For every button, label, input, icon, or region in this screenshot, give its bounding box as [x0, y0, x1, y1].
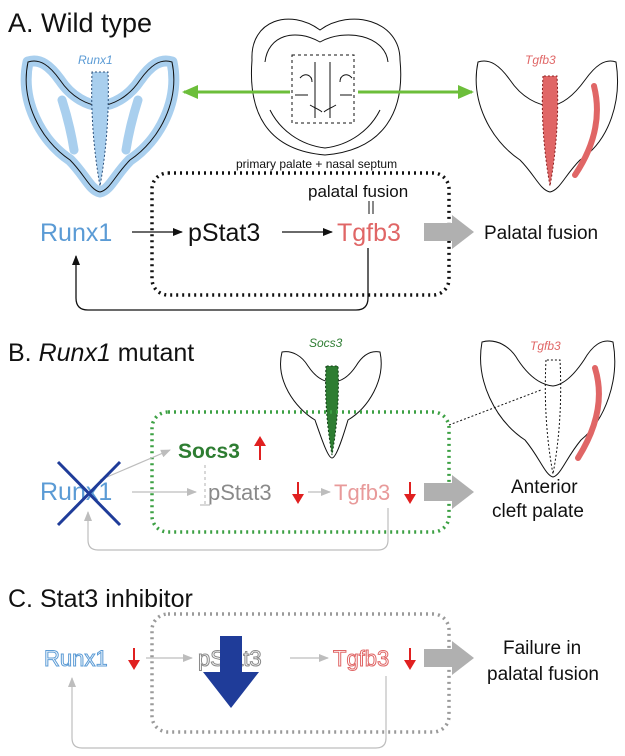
c-feedback-arrow — [68, 676, 387, 749]
panel-a-title: A. Wild type — [8, 8, 152, 38]
tgfb3-palate-illustration-a — [475, 60, 618, 193]
panel-b-title-prefix: B. — [8, 339, 39, 367]
c-runx1-down-arrow — [128, 648, 140, 670]
primary-palate-box — [150, 171, 451, 297]
socs3-box — [150, 410, 451, 534]
b-node-tgfb3: Tgfb3 — [334, 480, 390, 505]
panel-b-title: B. Runx1 mutant — [8, 339, 194, 367]
panel-b-title-gene: Runx1 — [39, 339, 111, 367]
b-runx1-cross — [56, 460, 122, 527]
b-node-socs3: Socs3 — [178, 440, 240, 463]
c-big-arrow — [424, 641, 474, 675]
a-outcome: Palatal fusion — [484, 223, 598, 244]
box-label: primary palate + nasal septum — [236, 157, 397, 171]
socs3-palate-illustration — [280, 351, 382, 459]
a-node-runx1: Runx1 — [40, 219, 112, 247]
b-outcome-line2: cleft palate — [492, 501, 584, 522]
b-feedback-arrow — [84, 508, 389, 551]
b-arrow-runx1-socs3 — [99, 449, 171, 481]
embryo-head-illustration — [250, 18, 402, 156]
b-node-pstat3: pStat3 — [208, 480, 272, 505]
tgfb3-image-label-b: Tgfb3 — [530, 339, 561, 353]
panel-b-title-suffix: mutant — [111, 339, 194, 367]
a-feedback-arrow — [72, 248, 369, 311]
a-node-tgfb3: Tgfb3 — [337, 219, 401, 247]
runx1-palate-illustration — [20, 55, 180, 198]
b-outcome-line1: Anterior — [511, 477, 578, 498]
tgfb3-palate-illustration-b — [480, 340, 616, 478]
c-tgfb3-down-arrow — [404, 648, 416, 670]
b-socs3-up-arrow — [254, 436, 266, 460]
c-outcome-line1: Failure in — [503, 638, 581, 659]
inhibitor-box — [150, 612, 451, 734]
a-big-arrow — [424, 215, 474, 249]
panel-c-title: C. Stat3 inhibitor — [8, 585, 193, 613]
c-node-tgfb3: Tgfb3 — [333, 646, 389, 671]
c-outcome-line2: palatal fusion — [487, 664, 599, 685]
b-pstat3-down-arrow — [292, 482, 304, 504]
a-node-pstat3: pStat3 — [188, 219, 260, 247]
fusion-label: palatal fusion — [308, 182, 408, 201]
c-node-runx1: Runx1 — [44, 646, 108, 671]
b-dotted-connector — [448, 389, 542, 426]
tgfb3-image-label-a: Tgfb3 — [525, 53, 556, 67]
b-tgfb3-down-arrow — [404, 482, 416, 504]
socs3-image-label: Socs3 — [309, 336, 343, 350]
runx1-image-label: Runx1 — [78, 53, 113, 67]
b-big-arrow — [424, 475, 474, 509]
inhibitor-down-arrow — [203, 636, 259, 708]
